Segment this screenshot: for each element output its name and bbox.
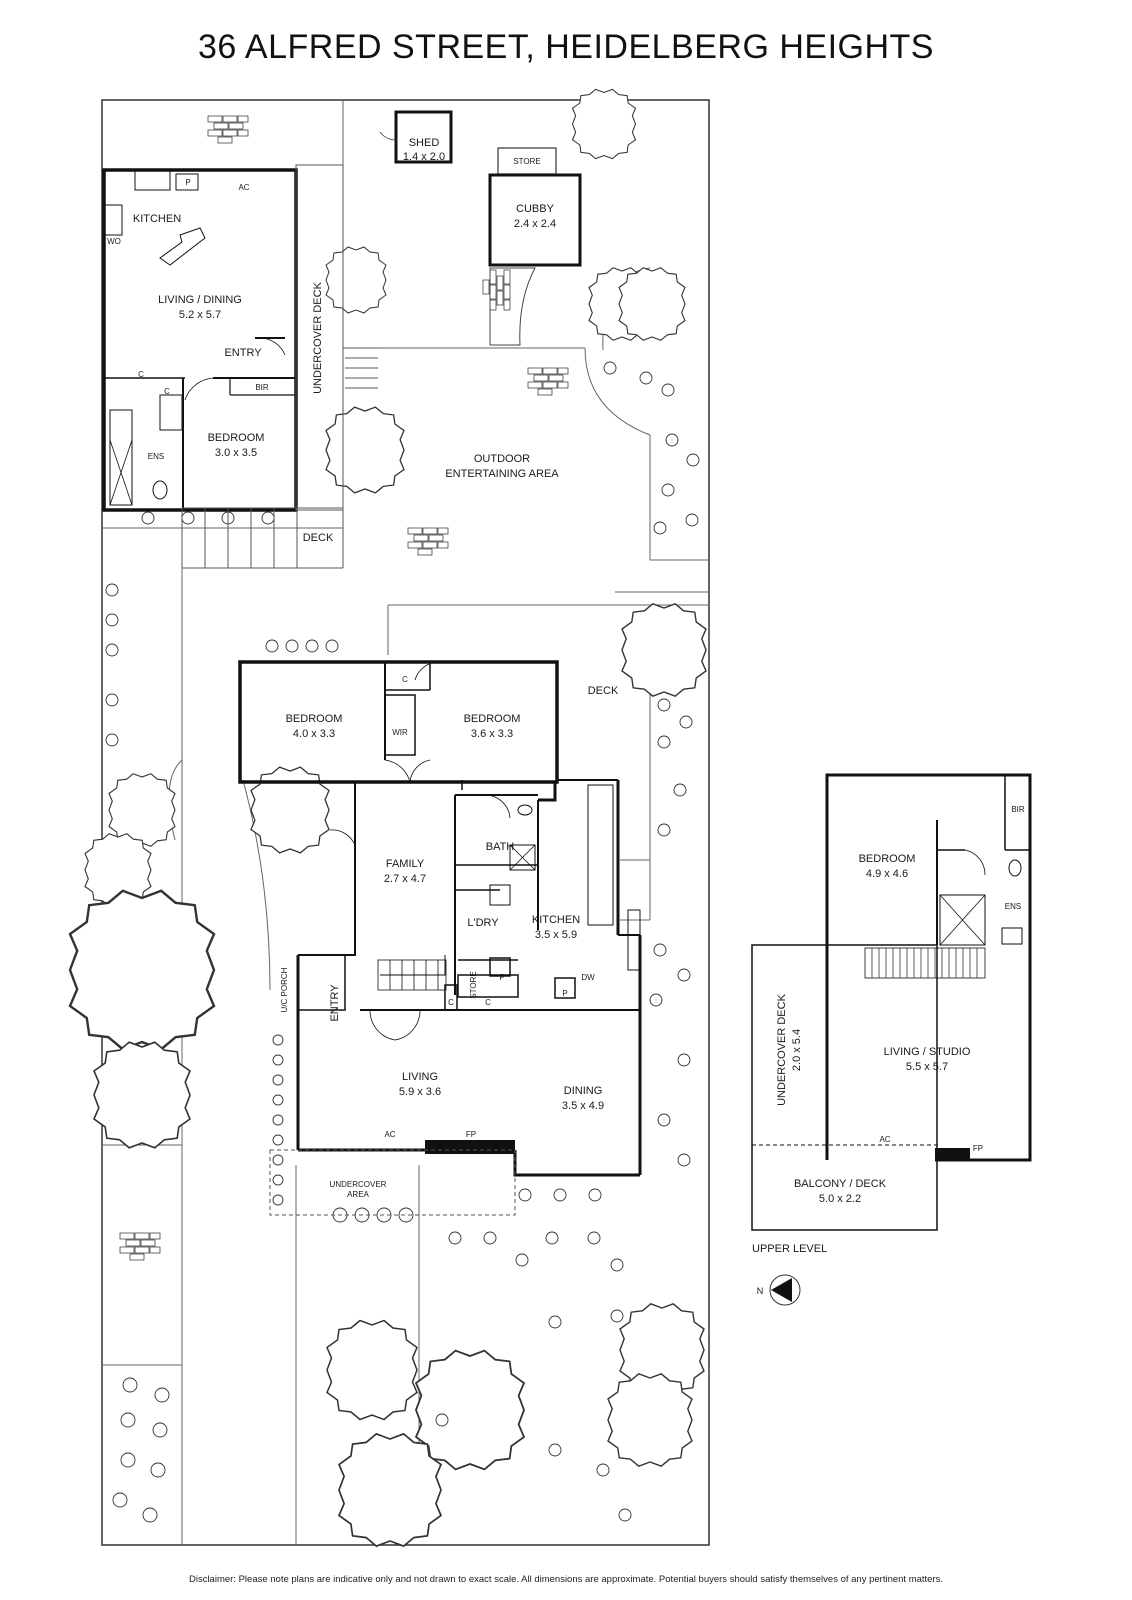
- upper-fp-label: FP: [973, 1144, 983, 1153]
- unit-ens-label: ENS: [148, 452, 164, 461]
- disclaimer: Disclaimer: Please note plans are indica…: [188, 1574, 944, 1585]
- bedroom-upper-label: BEDROOM: [859, 853, 916, 865]
- cubby-size: 2.4 x 2.4: [514, 218, 556, 230]
- deck-main-outline: [388, 605, 650, 662]
- family-size: 2.7 x 4.7: [384, 873, 426, 885]
- upper-ac-label: AC: [879, 1135, 890, 1144]
- family-label: FAMILY: [386, 858, 425, 870]
- undercover-area: [269, 1149, 516, 1216]
- uc-porch-label: U/C PORCH: [280, 967, 289, 1012]
- upper-fireplace: [935, 1148, 970, 1160]
- kitchen-size: 3.5 x 5.9: [535, 929, 577, 941]
- cubby-store-label: STORE: [513, 157, 540, 166]
- unit-living-dining-size: 5.2 x 5.7: [179, 309, 221, 321]
- shed-size: 1.4 x 2.0: [403, 151, 445, 163]
- kitchen-label: KITCHEN: [532, 914, 580, 926]
- bir-upper-label: BIR: [1011, 805, 1025, 814]
- fireplace: [425, 1140, 515, 1154]
- bath-label: BATH: [486, 841, 515, 853]
- cubby-label: CUBBY: [516, 203, 555, 215]
- shrub-icons: [105, 361, 700, 1523]
- bedroom2-label: BEDROOM: [464, 713, 521, 725]
- dw-label: DW: [581, 973, 595, 982]
- tree-icons: [68, 88, 707, 1547]
- unit-c-label-1: C: [138, 370, 144, 379]
- deck-main-label: DECK: [588, 685, 619, 697]
- upper-level-label: UPPER LEVEL: [752, 1243, 827, 1255]
- unit-p-label: P: [185, 178, 190, 187]
- unit-living-dining-label: LIVING / DINING: [158, 294, 242, 306]
- outdoor-label-2: ENTERTAINING AREA: [445, 468, 559, 480]
- deck-small-label: DECK: [303, 532, 334, 544]
- bedroom2-size: 3.6 x 3.3: [471, 728, 513, 740]
- ens-upper-label: ENS: [1005, 902, 1021, 911]
- undercover-deck: [295, 164, 344, 511]
- dining-size: 3.5 x 4.9: [562, 1100, 604, 1112]
- cubby-store: [497, 147, 557, 175]
- steps: [181, 347, 378, 569]
- balcony-label: BALCONY / DECK: [794, 1178, 887, 1190]
- outdoor-label-1: OUTDOOR: [474, 453, 530, 465]
- c-closet-label: C: [402, 675, 408, 684]
- ldry-label: L'DRY: [467, 917, 499, 929]
- balcony-size: 5.0 x 2.2: [819, 1193, 861, 1205]
- unit-entry-label: ENTRY: [224, 347, 262, 359]
- unit-kitchen-label: KITCHEN: [133, 213, 181, 225]
- p-label-1: P: [499, 973, 504, 982]
- p-label-2: P: [562, 989, 567, 998]
- wir-label: WIR: [392, 728, 408, 737]
- undercover-deck-label: UNDERCOVER DECK: [312, 281, 324, 394]
- upper-level-walls: [751, 773, 1032, 1231]
- unit-ac-label: AC: [238, 183, 249, 192]
- undercover-deck-upper-size: 2.0 x 5.4: [791, 1029, 803, 1071]
- c-label-2: C: [485, 998, 491, 1007]
- bedroom1-label: BEDROOM: [286, 713, 343, 725]
- living-ac-label: AC: [384, 1130, 395, 1139]
- compass-icon: [769, 1274, 801, 1306]
- stair-treads: [871, 948, 978, 978]
- dining-label: DINING: [564, 1085, 603, 1097]
- bedroom-upper-size: 4.9 x 4.6: [866, 868, 908, 880]
- living-label: LIVING: [402, 1071, 438, 1083]
- undercover-area-label-2: AREA: [347, 1190, 369, 1199]
- living-size: 5.9 x 3.6: [399, 1086, 441, 1098]
- compass-label: N: [757, 1286, 764, 1296]
- cubby-path: [489, 267, 536, 346]
- undercover-area-label-1: UNDERCOVER: [330, 1180, 387, 1189]
- shed-label: SHED: [409, 137, 440, 149]
- unit-bedroom-label: BEDROOM: [208, 432, 265, 444]
- living-studio-label: LIVING / STUDIO: [884, 1046, 971, 1058]
- bedroom1-size: 4.0 x 3.3: [293, 728, 335, 740]
- unit-c-label-2: C: [164, 387, 170, 396]
- unit-wo-label: WO: [107, 237, 121, 246]
- c-label-1: C: [448, 998, 454, 1007]
- unit-bedroom-size: 3.0 x 3.5: [215, 447, 257, 459]
- living-studio-size: 5.5 x 5.7: [906, 1061, 948, 1073]
- page-title: 36 ALFRED STREET, HEIDELBERG HEIGHTS: [198, 28, 934, 66]
- unit-bir-label: BIR: [255, 383, 269, 392]
- entry-label: ENTRY: [329, 984, 341, 1022]
- undercover-deck-upper-label: UNDERCOVER DECK: [776, 993, 788, 1106]
- store-label: STORE: [469, 971, 478, 998]
- cubby: [488, 173, 582, 267]
- living-fp-label: FP: [466, 1130, 476, 1139]
- shed: [379, 110, 453, 164]
